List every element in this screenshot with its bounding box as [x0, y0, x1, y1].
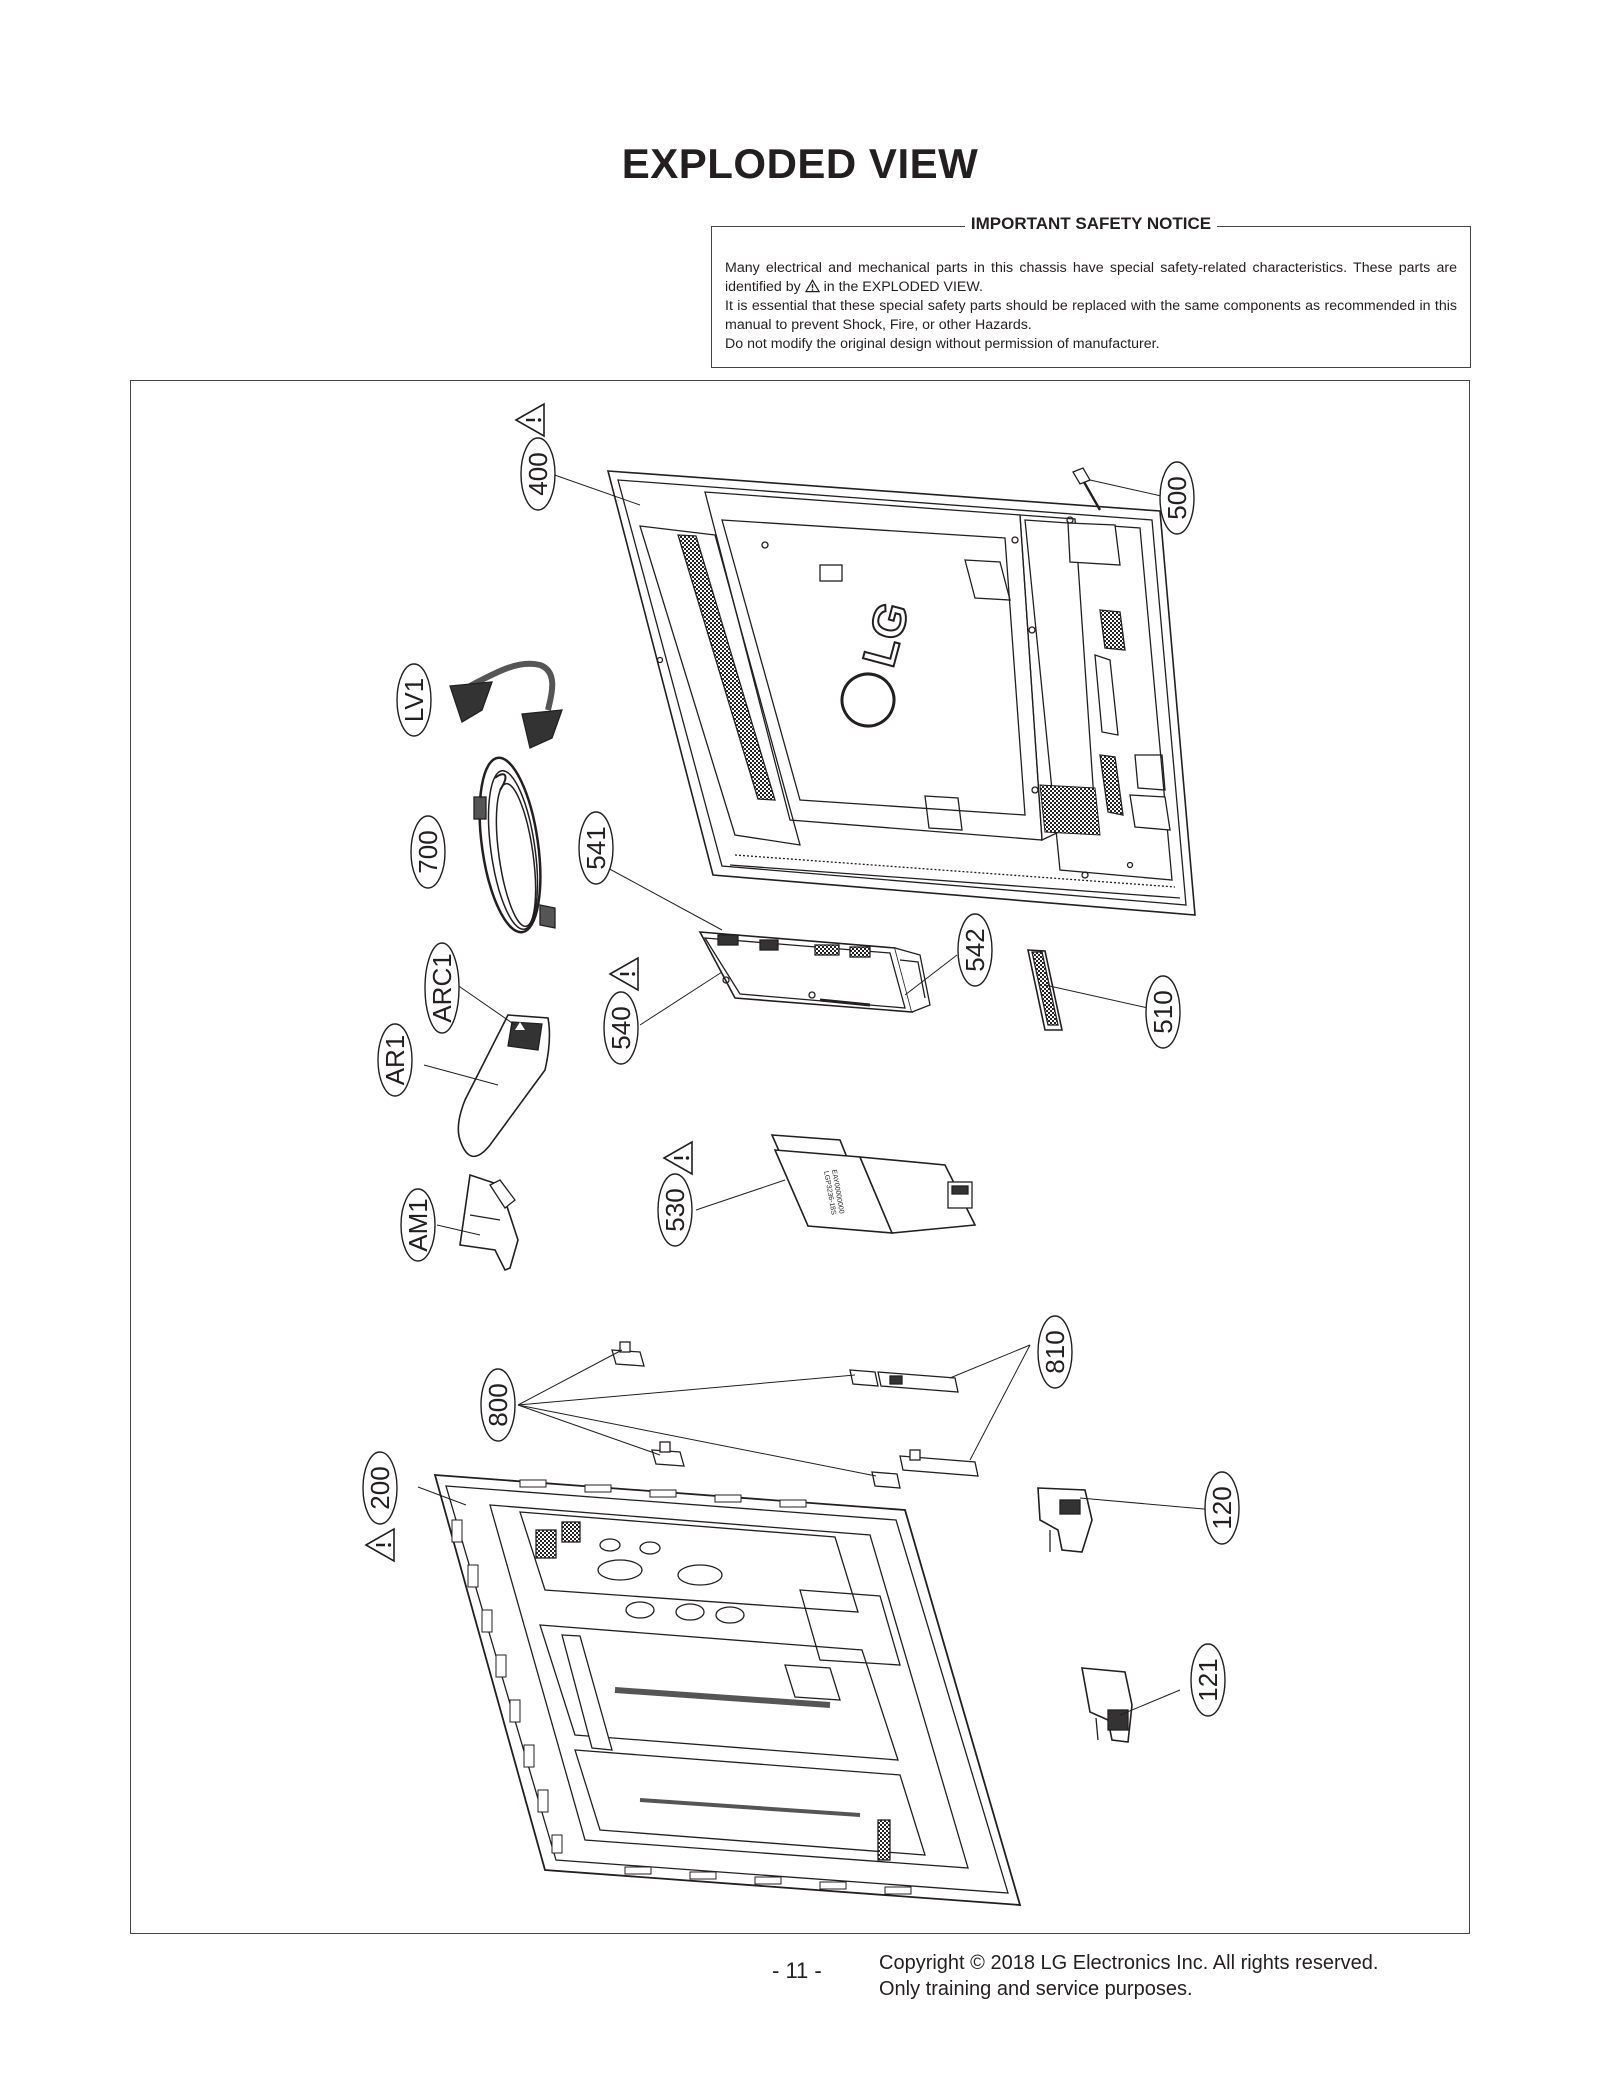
balloon-121: 121: [1193, 1658, 1223, 1701]
leader-lines-800: [517, 1349, 877, 1477]
front-frame-200: [433, 1474, 1022, 1906]
brackets-800-810: [611, 1341, 979, 1489]
balloon-am1: AM1: [403, 1198, 433, 1251]
cable-lv1: [449, 660, 563, 749]
balloon-810: 810: [1040, 1330, 1070, 1373]
speaker-121: [1081, 1667, 1133, 1743]
copyright-line: Copyright © 2018 LG Electronics Inc. All…: [879, 1952, 1379, 1974]
notice-line2: It is essential that these special safet…: [725, 298, 1457, 333]
remote-ar1: [457, 1014, 551, 1158]
notice-line3: Do not modify the original design withou…: [725, 336, 1160, 352]
warning-triangle-icon: [364, 1527, 396, 1563]
warning-triangle-icon: [514, 402, 546, 438]
power-cord-700: [473, 756, 556, 934]
balloon-lv1: LV1: [399, 678, 429, 722]
notice-line1-pre: Many electrical and mechanical parts in …: [725, 260, 1457, 295]
safety-notice-box: IMPORTANT SAFETY NOTICE Many electrical …: [711, 214, 1471, 368]
safety-notice-heading: IMPORTANT SAFETY NOTICE: [964, 214, 1218, 233]
balloon-120: 120: [1207, 1486, 1237, 1529]
key-board-510: [1026, 949, 1063, 1031]
balloon-700: 700: [413, 830, 443, 873]
warning-triangle-icon: [804, 279, 820, 293]
balloon-530: 530: [660, 1188, 690, 1231]
page-title: EXPLODED VIEW: [621, 140, 979, 187]
screw-500: [1072, 467, 1171, 511]
speaker-120: [1037, 1487, 1093, 1553]
part-balloons: 400 500 LV1 700 541 542 510 ARC1 AR1 540…: [362, 437, 1240, 1717]
balloon-200: 200: [365, 1466, 395, 1509]
balloon-800: 800: [483, 1383, 513, 1426]
warning-triangle-icon: [608, 956, 640, 992]
balloon-400: 400: [523, 452, 553, 495]
power-supply-530: EAY00000000 LGP3236-18S: [770, 1134, 977, 1234]
warning-triangle-icon: [662, 1140, 694, 1176]
leader-lines: [417, 471, 1216, 1716]
balloon-541: 541: [581, 826, 611, 869]
main-board-541: [698, 931, 931, 1013]
balloon-510: 510: [1148, 990, 1178, 1033]
balloon-542: 542: [960, 928, 990, 971]
balloon-540: 540: [606, 1006, 636, 1049]
leader-lines-810: [949, 1344, 1031, 1461]
balloon-arc1: ARC1: [427, 953, 457, 1022]
back-cover-400: [606, 470, 1196, 916]
safety-notice-body: Many electrical and mechanical parts in …: [725, 259, 1457, 354]
stand-am1: [459, 1173, 519, 1272]
page-number: - 11 -: [772, 1958, 822, 1983]
footer-copyright-block: Copyright © 2018 LG Electronics Inc. All…: [879, 1950, 1378, 2002]
purpose-line: Only training and service purposes.: [879, 1978, 1193, 2000]
balloon-500: 500: [1162, 476, 1192, 519]
balloon-ar1: AR1: [380, 1035, 410, 1086]
notice-line1-post: in the EXPLODED VIEW.: [823, 279, 983, 295]
exploded-view-frame: [130, 380, 1470, 1934]
